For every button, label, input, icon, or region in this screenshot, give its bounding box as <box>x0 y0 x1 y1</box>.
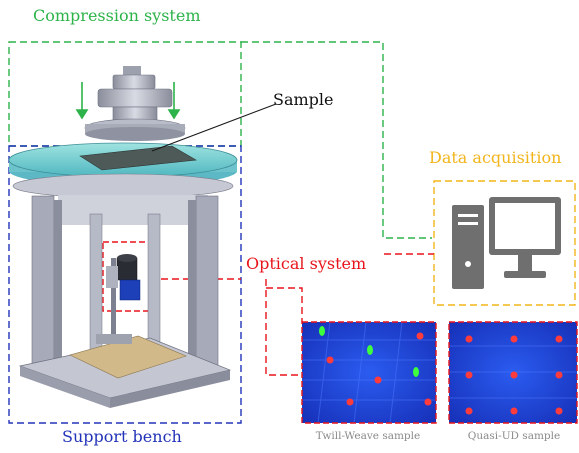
data-acquisition-box <box>433 180 576 306</box>
sample-leader-line <box>151 103 277 152</box>
sample <box>79 145 197 171</box>
twill-weave-caption: Twill-Weave sample <box>315 430 421 442</box>
compression-system-label: Compression system <box>33 6 201 25</box>
sample-label: Sample <box>273 90 334 109</box>
quasi-ud-caption: Quasi-UD sample <box>467 430 561 442</box>
optical-to-micrograph-connector <box>265 279 302 376</box>
compression-head <box>84 66 186 141</box>
quasi-ud-micrograph <box>448 321 578 424</box>
optical-to-micrograph-connector-2 <box>266 287 303 322</box>
camera <box>106 254 141 301</box>
data-acquisition-label: Data acquisition <box>429 148 562 167</box>
arrow-down-icon <box>75 82 181 120</box>
compression-to-data-connector <box>241 41 432 239</box>
twill-weave-micrograph <box>301 321 437 424</box>
optical-system-label: Optical system <box>246 254 367 273</box>
support-frame <box>12 173 234 408</box>
computer-icon <box>452 197 561 289</box>
support-bench-label: Support bench <box>62 427 182 446</box>
